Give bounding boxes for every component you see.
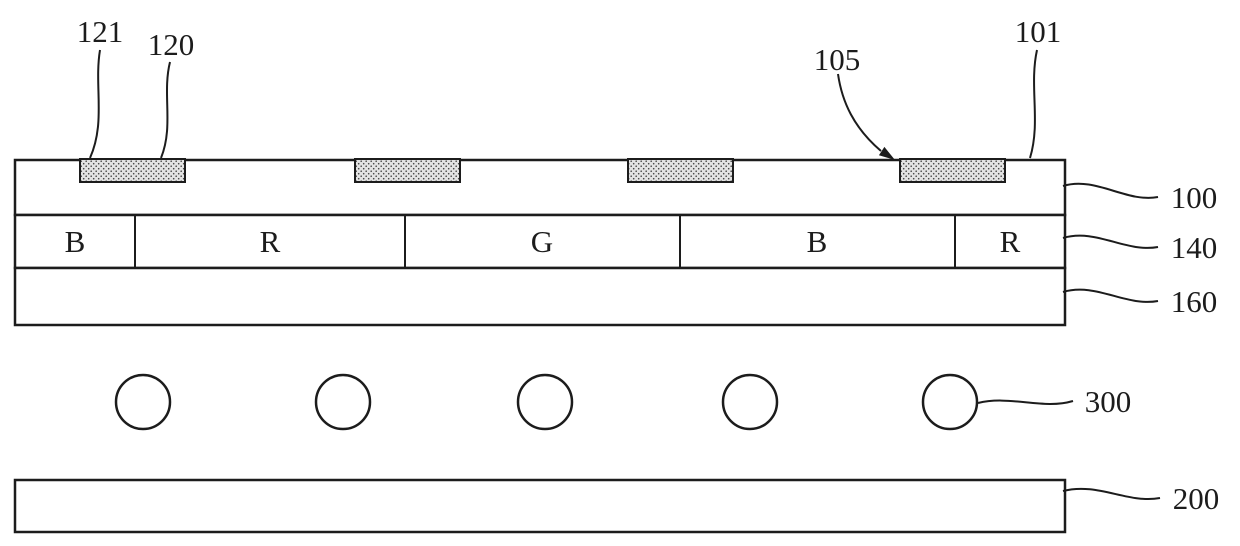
label-160: 160 xyxy=(1171,284,1218,319)
backplane-layer-200 xyxy=(13,478,1067,534)
label-140: 140 xyxy=(1171,230,1218,265)
label-120: 120 xyxy=(148,27,195,62)
leader-line-160 xyxy=(1062,288,1159,303)
cf-segment-label-2: R xyxy=(260,224,281,259)
leader-line-300 xyxy=(977,399,1074,405)
leader-line-121 xyxy=(89,49,101,159)
leader-line-200 xyxy=(1062,487,1161,500)
label-200: 200 xyxy=(1173,481,1220,516)
cf-segment-label-4: B xyxy=(807,224,828,259)
color-filter-layer-140 xyxy=(13,213,1067,270)
leader-line-105 xyxy=(837,73,882,152)
led-circle-4 xyxy=(721,373,779,431)
cf-segment-label-3: G xyxy=(531,224,553,259)
led-circle-3 xyxy=(516,373,574,431)
electrode-pad-2 xyxy=(354,158,461,183)
lower-layer-160 xyxy=(13,266,1067,327)
cf-segment-label-5: R xyxy=(1000,224,1021,259)
leader-line-101 xyxy=(1029,49,1038,159)
substrate-layer-100 xyxy=(13,158,1067,217)
leader-line-120 xyxy=(160,61,171,159)
leader-line-100 xyxy=(1062,182,1159,199)
arrowhead-105 xyxy=(878,146,895,160)
label-101: 101 xyxy=(1015,14,1062,49)
electrode-pad-3 xyxy=(627,158,734,183)
cf-segment-label-1: B xyxy=(65,224,86,259)
electrode-pad-4 xyxy=(899,158,1006,183)
led-circle-5 xyxy=(921,373,979,431)
led-circle-2 xyxy=(314,373,372,431)
label-121: 121 xyxy=(77,14,124,49)
label-105: 105 xyxy=(814,42,861,77)
label-100: 100 xyxy=(1171,180,1218,215)
electrode-pad-1 xyxy=(79,158,186,183)
label-300: 300 xyxy=(1085,384,1132,419)
led-circle-1 xyxy=(114,373,172,431)
leader-line-140 xyxy=(1062,234,1159,249)
